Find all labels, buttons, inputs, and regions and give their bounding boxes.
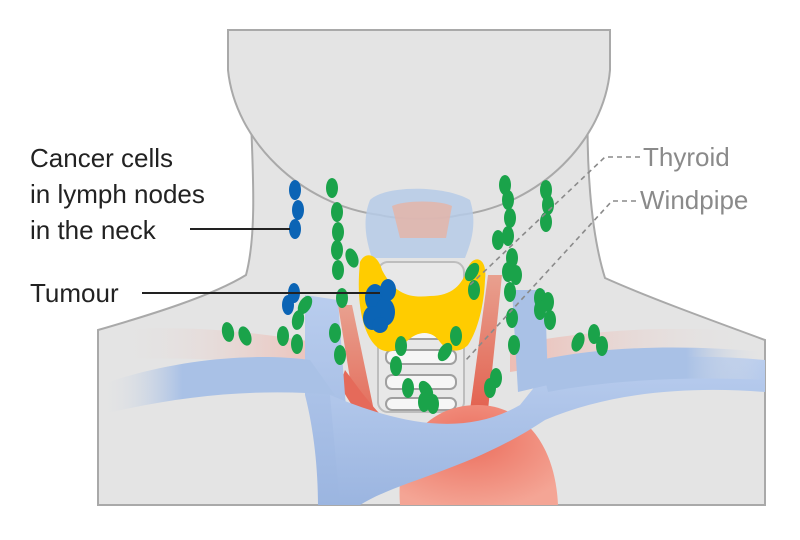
lymph-node [492, 230, 504, 250]
brachiocephalic-vein [330, 356, 765, 505]
lymph-node [588, 324, 600, 344]
lymph-node [238, 326, 252, 346]
lymph-node [596, 336, 608, 356]
lymph-node [329, 323, 341, 343]
lymph-node [334, 345, 346, 365]
lymph-node [510, 265, 522, 285]
cancer-cells-label: Cancer cells in lymph nodes in the neck [30, 143, 212, 245]
lymph-node [326, 178, 338, 198]
lymph-node [534, 300, 546, 320]
lymph-node [418, 392, 430, 412]
lymph-node [502, 226, 514, 246]
lymph-node [437, 342, 453, 362]
lymph-node [502, 190, 514, 210]
lymph-node [571, 332, 585, 352]
lymph-nodes [221, 175, 608, 414]
lymph-node [291, 334, 303, 354]
tumour [363, 279, 396, 333]
lymph-node [291, 310, 305, 330]
right-subclavian-vein [540, 347, 765, 392]
lymph-node [402, 378, 414, 398]
cancer-lymph-node [292, 200, 304, 220]
lymph-node [297, 295, 313, 315]
cancer-cells-label-line-2: in lymph nodes [30, 179, 205, 209]
lymph-node [221, 322, 235, 342]
lymph-node [464, 262, 480, 282]
lymph-node [484, 378, 496, 398]
cancer-lymph-node [289, 219, 301, 239]
lymph-node [345, 248, 359, 268]
lymph-node [390, 356, 402, 376]
lymph-node [504, 282, 516, 302]
lymph-node [508, 335, 520, 355]
lymph-node [542, 195, 554, 215]
lymph-node [504, 208, 516, 228]
lymph-node [395, 336, 407, 356]
lymph-node [540, 212, 552, 232]
lymph-node [468, 280, 480, 300]
thyroid-cartilage [392, 201, 452, 238]
right-carotid-artery [470, 275, 502, 410]
tumour-label: Tumour [30, 278, 119, 308]
thyroid-leader-line [469, 156, 640, 286]
lymph-node [336, 288, 348, 308]
lymph-node [331, 202, 343, 222]
lymph-node [540, 180, 552, 200]
left-subclavian-vein [100, 357, 335, 415]
cancer-cells-label-line-1: Cancer cells [30, 143, 173, 173]
windpipe-label: Windpipe [640, 185, 748, 215]
lymph-node [332, 222, 344, 242]
lymph-node [332, 260, 344, 280]
lymph-node [331, 240, 343, 260]
thyroid-label: Thyroid [643, 142, 730, 172]
lymph-node [450, 326, 462, 346]
lymph-node [506, 308, 518, 328]
cancer-cells-label-line-3: in the neck [30, 215, 157, 245]
cancer-lymph-node [289, 180, 301, 200]
cancer-lymph-node [282, 295, 294, 315]
lymph-node [277, 326, 289, 346]
lymph-node [544, 310, 556, 330]
lymph-node [427, 394, 439, 414]
